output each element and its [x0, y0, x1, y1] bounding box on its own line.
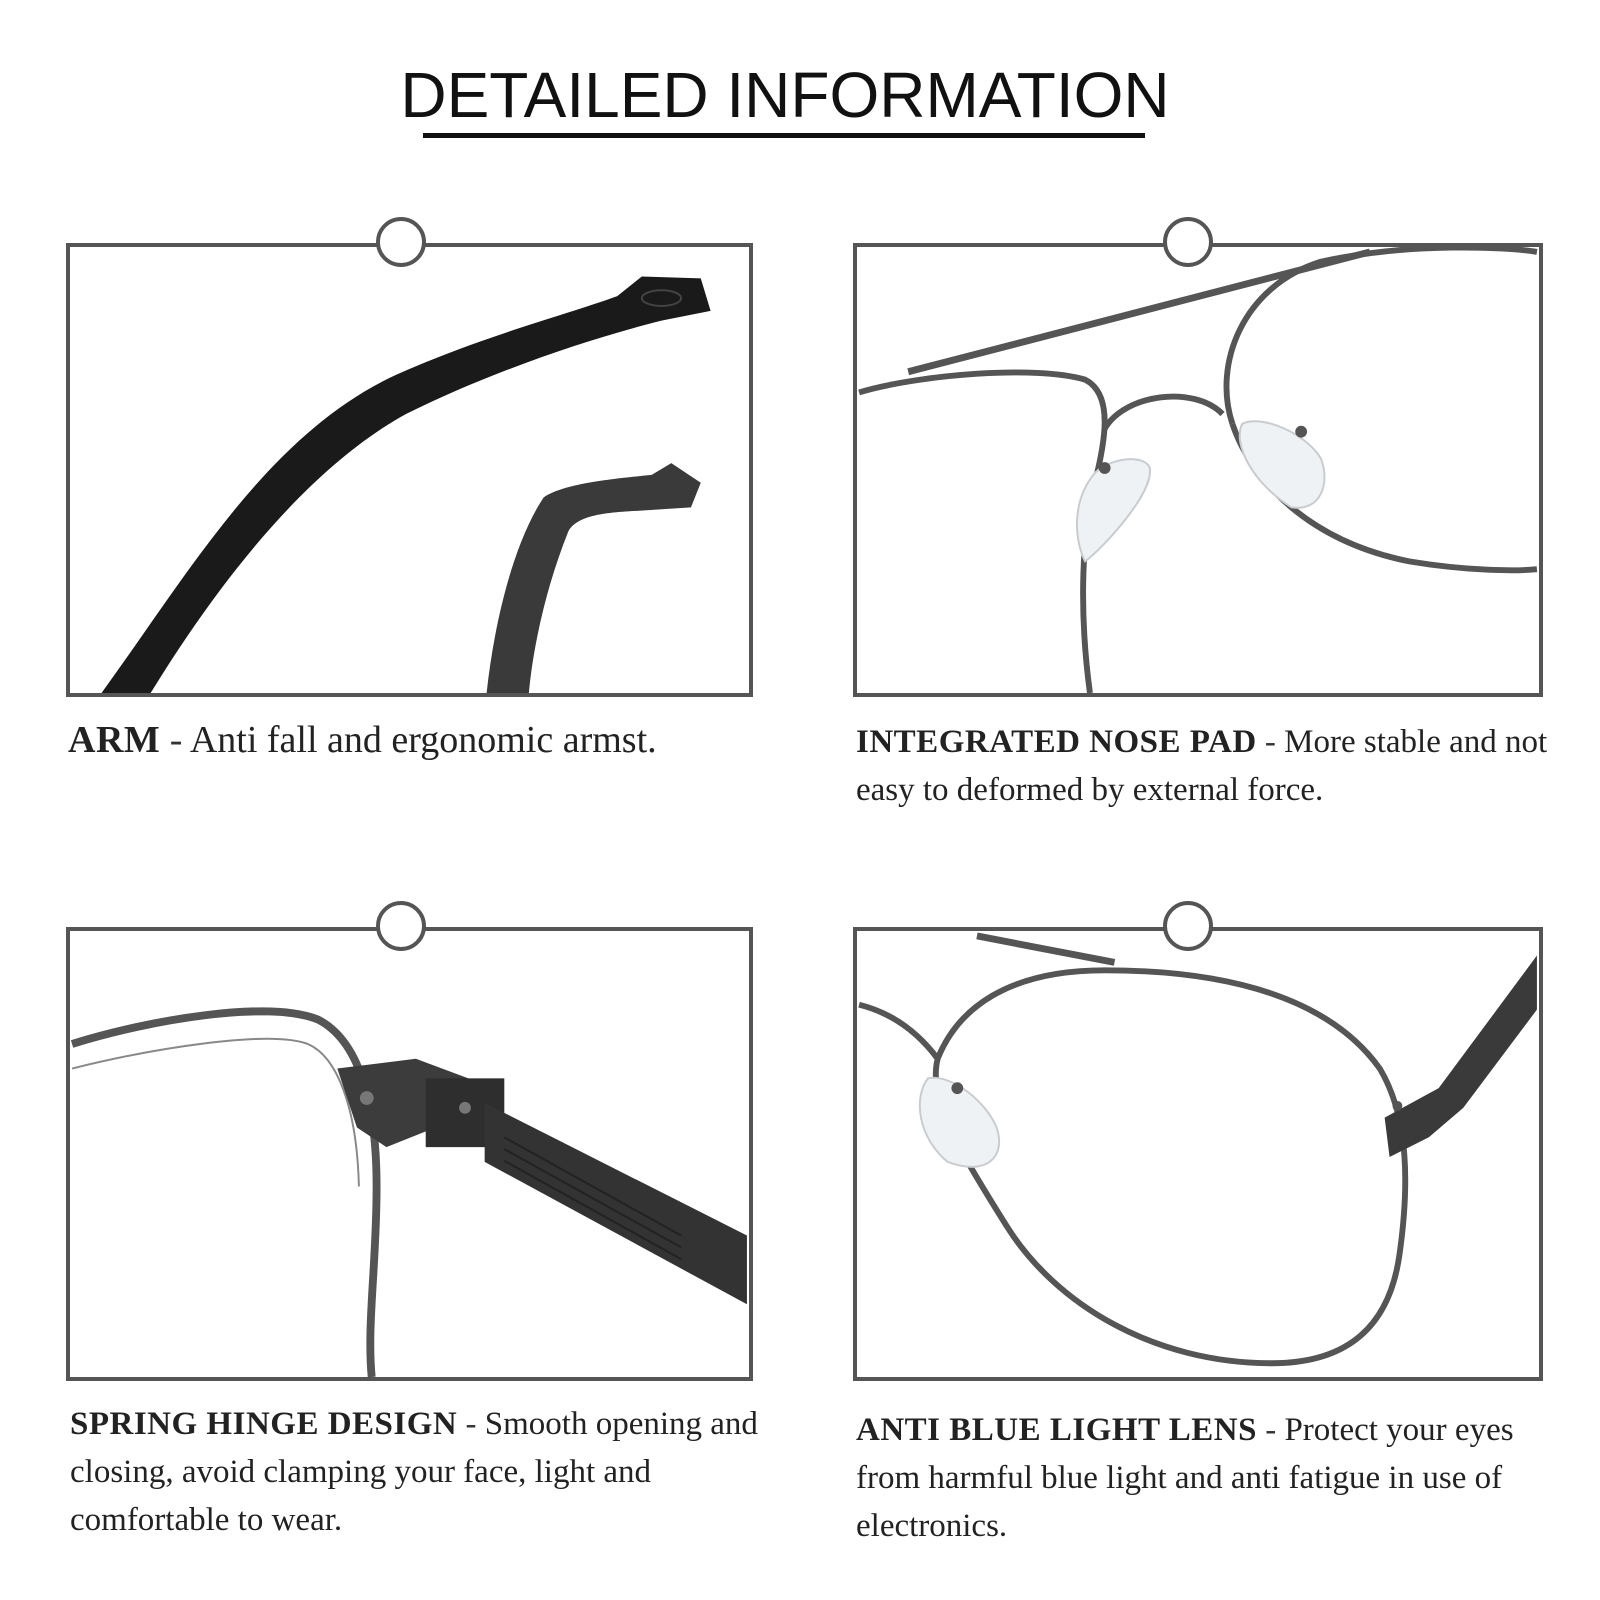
caption-nose-title: INTEGRATED NOSE PAD: [856, 724, 1257, 760]
panel-hinge: [66, 927, 753, 1381]
title-underline: [423, 133, 1145, 138]
caption-arm: ARM - Anti fall and ergonomic armst.: [68, 716, 788, 764]
caption-arm-title: ARM: [68, 719, 161, 761]
arm-tips-illustration: [101, 276, 711, 693]
panel-lens: [853, 927, 1543, 1381]
caption-nose-separator: -: [1256, 724, 1285, 760]
caption-hinge-title: SPRING HINGE DESIGN: [70, 1406, 458, 1442]
caption-lens: ANTI BLUE LIGHT LENS - Protect your eyes…: [856, 1406, 1556, 1550]
caption-arm-text: Anti fall and ergonomic armst.: [189, 719, 657, 761]
anti-blue-lens-illustration: [858, 932, 1537, 1367]
panel-hinge-knob: [376, 901, 426, 951]
panel-arm-knob: [376, 217, 426, 267]
caption-nose-text: More stable and not easy to deformed by …: [856, 724, 1548, 808]
caption-lens-text: Protect your eyes from harmful blue ligh…: [856, 1412, 1514, 1544]
caption-lens-title: ANTI BLUE LIGHT LENS: [856, 1412, 1257, 1448]
spring-hinge-illustration: [70, 1007, 747, 1377]
caption-hinge-separator: -: [457, 1406, 485, 1442]
panel-arm: [66, 243, 753, 697]
caption-nose: INTEGRATED NOSE PAD - More stable and no…: [856, 718, 1556, 814]
caption-hinge-text: Smooth opening and closing, avoid clampi…: [70, 1406, 758, 1538]
panel-nose-knob: [1163, 217, 1213, 267]
page-title: DETAILED INFORMATION: [400, 59, 1170, 131]
nose-pad-illustration: [858, 247, 1538, 693]
panel-lens-knob: [1163, 901, 1213, 951]
caption-lens-separator: -: [1256, 1412, 1285, 1448]
caption-arm-separator: -: [160, 719, 190, 761]
caption-hinge: SPRING HINGE DESIGN - Smooth opening and…: [70, 1400, 760, 1544]
panel-nose: [853, 243, 1543, 697]
